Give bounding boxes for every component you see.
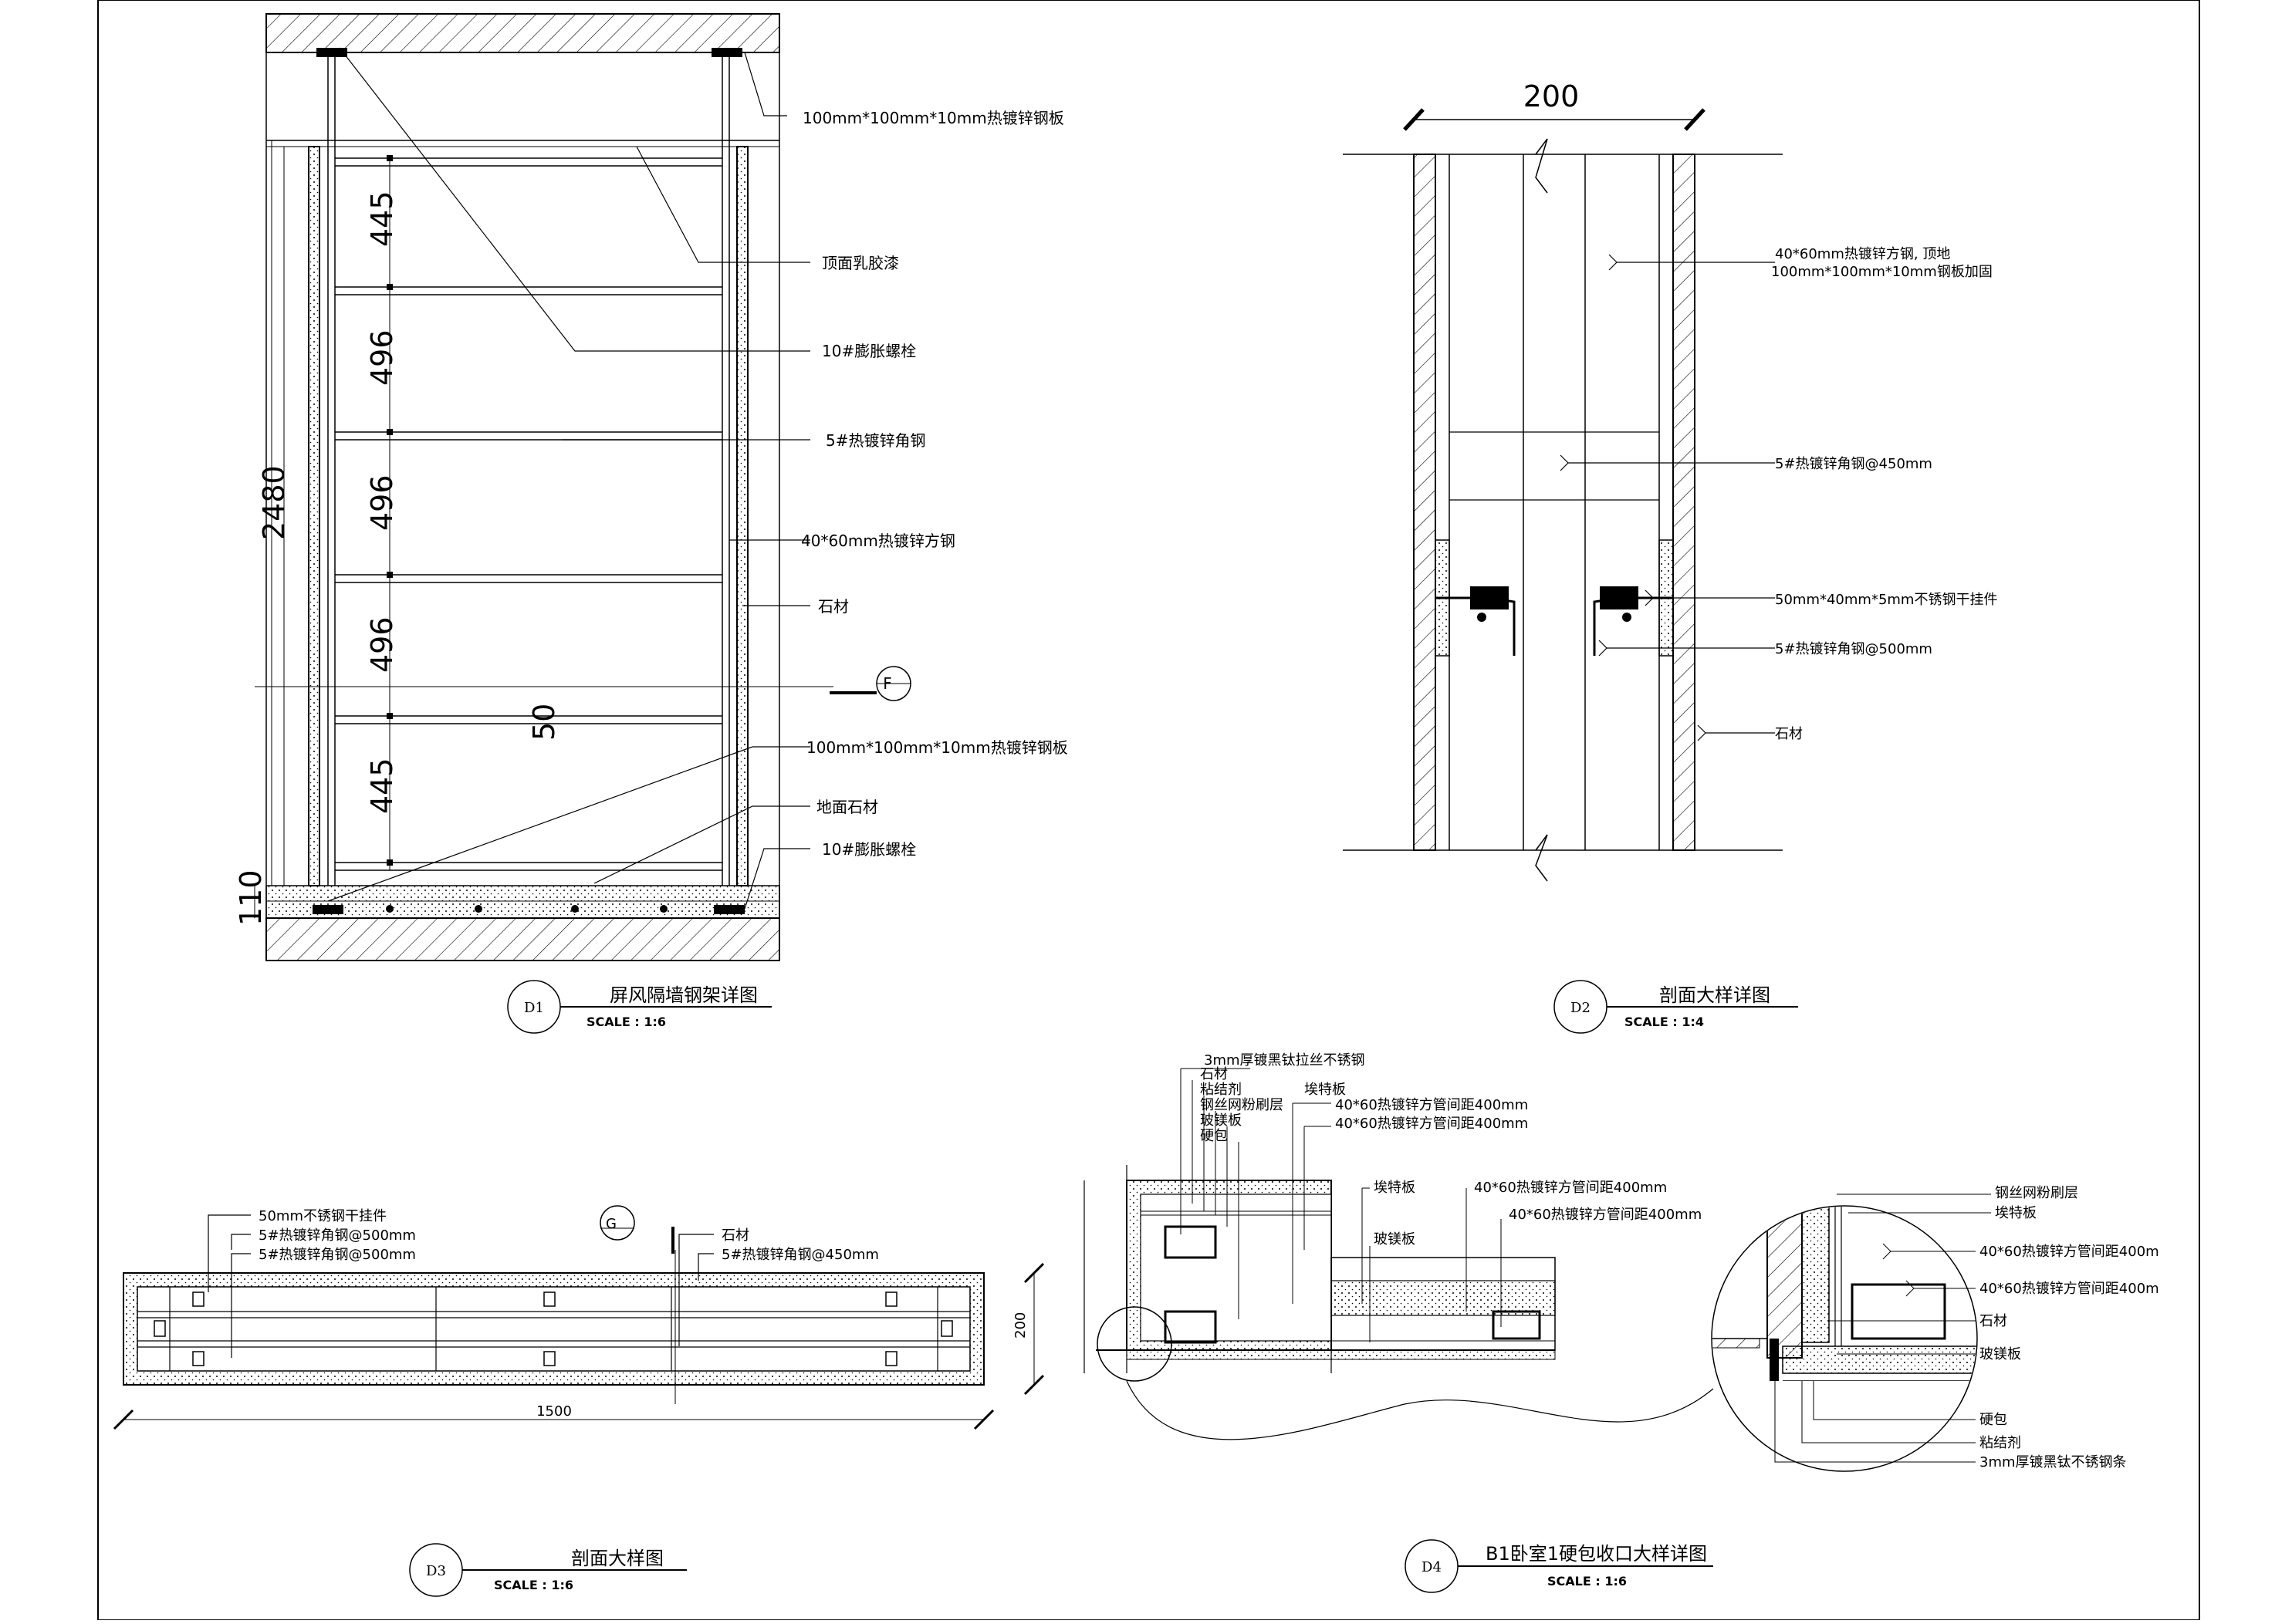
- d3-label-5: 5#热镀锌角钢@450mm: [722, 1247, 879, 1263]
- d4-title: B1卧室1硬包收口大样详图: [1486, 1543, 1707, 1565]
- d3-dim-200: 200: [1012, 1312, 1029, 1339]
- d3-label-2: 5#热镀锌角钢@500mm: [259, 1227, 416, 1244]
- d1-label-4: 5#热镀锌角钢: [826, 431, 925, 450]
- d3-section-marker: G: [606, 1216, 617, 1232]
- d2-circle-label: D2: [1570, 1000, 1591, 1016]
- d4-right-label-9: 3mm厚镀黑钛不锈钢条: [1979, 1454, 2127, 1470]
- d4-left-label-5: 玻镁板: [1200, 1112, 1242, 1129]
- d1-dim-445-bottom: 445: [365, 758, 399, 814]
- d2-label-2: 5#热镀锌角钢@450mm: [1775, 456, 1932, 472]
- d1-label-8: 地面石材: [816, 798, 878, 816]
- d4-mid-label-1: 埃特板: [1304, 1082, 1346, 1098]
- d4-right-label-3: 40*60热镀锌方管间距400m: [1979, 1244, 2159, 1260]
- d1-label-3: 10#膨胀螺栓: [822, 342, 916, 360]
- d3-plan-section: [113, 1205, 1045, 1597]
- d1-circle-label: D1: [524, 1000, 544, 1016]
- d4-left-label-1: 3mm厚镀黑钛拉丝不锈钢: [1204, 1052, 1365, 1069]
- d4-mid-label-2: 40*60热镀锌方管间距400mm: [1335, 1097, 1528, 1113]
- d2-dim-200: 200: [1523, 79, 1580, 113]
- d2-section: [1343, 108, 1798, 1034]
- d2-label-4: 5#热镀锌角钢@500mm: [1775, 641, 1932, 657]
- d4-left-label-4: 钢丝网粉刷层: [1200, 1097, 1283, 1113]
- d1-floor-slab: [265, 917, 780, 961]
- d1-label-5: 40*60mm热镀锌方钢: [801, 532, 955, 550]
- d3-label-1: 50mm不锈钢干挂件: [259, 1208, 387, 1224]
- d3-dim-1500: 1500: [536, 1403, 572, 1420]
- d1-label-1: 100mm*100mm*10mm热镀锌钢板: [803, 109, 1064, 127]
- d1-section-marker: F: [883, 674, 892, 693]
- d4-left-label-6: 硬包: [1200, 1128, 1228, 1144]
- d1-dim-445-top: 445: [365, 191, 399, 247]
- d4-circle-label: D4: [1422, 1559, 1442, 1575]
- d4-right-label-7: 硬包: [1979, 1412, 2007, 1428]
- d1-label-9: 10#膨胀螺栓: [822, 840, 916, 859]
- d2-label-1b: 100mm*100mm*10mm钢板加固: [1771, 264, 1993, 280]
- d1-dim-2480: 2480: [257, 465, 291, 540]
- d1-elevation: [254, 13, 911, 1034]
- d4-right-label-5: 石材: [1979, 1313, 2007, 1329]
- d1-dim-110: 110: [234, 869, 268, 926]
- d4-right-label-6: 玻镁板: [1979, 1346, 2021, 1362]
- d3-title: 剖面大样图: [571, 1548, 664, 1569]
- d4-mid-label-3: 40*60热镀锌方管间距400mm: [1335, 1116, 1528, 1132]
- d1-title: 屏风隔墙钢架详图: [610, 984, 758, 1006]
- d4-mid2-label-3: 40*60热镀锌方管间距400mm: [1474, 1180, 1667, 1196]
- d4-right-label-8: 粘结剂: [1979, 1435, 2021, 1451]
- d1-dim-50: 50: [527, 704, 561, 741]
- d4-right-label-2: 埃特板: [1995, 1205, 2037, 1221]
- d4-mid2-label-2: 玻镁板: [1374, 1231, 1415, 1248]
- d1-dim-496-c: 496: [365, 616, 399, 673]
- d3-circle-label: D3: [426, 1563, 446, 1579]
- d2-label-3: 50mm*40mm*5mm不锈钢干挂件: [1775, 592, 1997, 608]
- d1-label-6: 石材: [818, 597, 849, 616]
- d1-scale: SCALE : 1:6: [587, 1015, 666, 1029]
- d3-label-3: 5#热镀锌角钢@500mm: [259, 1247, 416, 1263]
- d1-dim-496-b: 496: [365, 474, 399, 531]
- d4-scale: SCALE : 1:6: [1547, 1574, 1627, 1589]
- d3-scale: SCALE : 1:6: [494, 1578, 573, 1592]
- d1-label-2: 顶面乳胶漆: [822, 254, 899, 272]
- d4-left-label-2: 石材: [1200, 1066, 1228, 1082]
- d2-label-5: 石材: [1775, 726, 1803, 742]
- d4-detail: [1083, 1068, 1991, 1593]
- d1-dim-496-a: 496: [365, 329, 399, 386]
- d2-title: 剖面大样详图: [1659, 984, 1770, 1006]
- d1-label-7: 100mm*100mm*10mm热镀锌钢板: [806, 738, 1068, 757]
- d4-right-label-4: 40*60热镀锌方管间距400m: [1979, 1281, 2159, 1297]
- d1-ceiling-slab: [265, 13, 780, 53]
- d4-mid2-label-1: 埃特板: [1374, 1180, 1415, 1196]
- d4-right-label-1: 钢丝网粉刷层: [1995, 1185, 2078, 1201]
- d4-mid2-label-4: 40*60热镀锌方管间距400mm: [1509, 1207, 1702, 1223]
- d2-scale: SCALE : 1:4: [1624, 1015, 1704, 1029]
- d2-label-1a: 40*60mm热镀锌方钢, 顶地: [1775, 246, 1950, 262]
- d3-label-4: 石材: [722, 1227, 749, 1244]
- d4-left-label-3: 粘结剂: [1200, 1082, 1242, 1098]
